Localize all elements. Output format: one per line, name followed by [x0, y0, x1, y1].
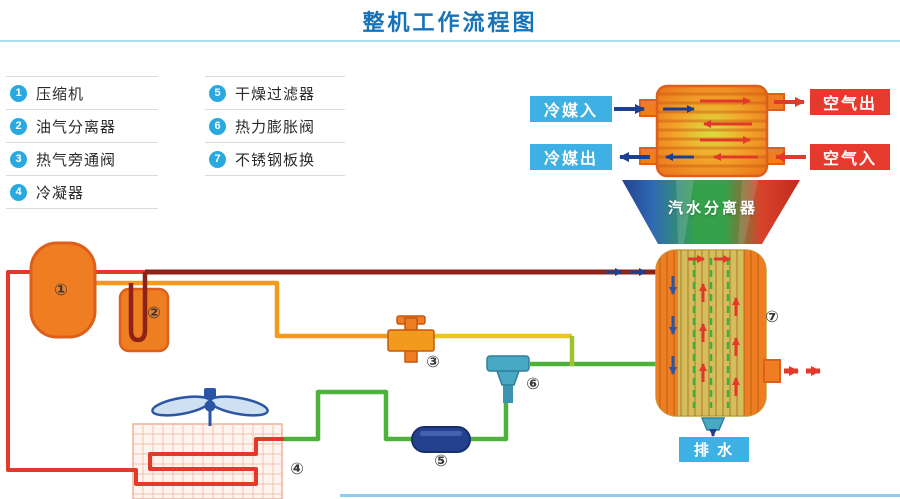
marker-condenser: ④	[290, 461, 304, 478]
cooling-fan	[151, 388, 269, 426]
marker-compressor: ①	[54, 282, 68, 299]
legend-item-oil-separator: 2 油气分离器	[6, 110, 158, 142]
plate-heat-exchanger	[655, 249, 821, 437]
fan-hub	[204, 400, 216, 412]
legend-number-badge: 6	[209, 117, 226, 135]
legend-item-compressor: 1 压缩机	[6, 77, 158, 109]
legend-separator	[205, 142, 345, 143]
expansion-valve-body	[486, 355, 530, 403]
legend-number-badge: 7	[209, 150, 226, 168]
condenser-grid	[132, 423, 283, 499]
legend-column-2: 5 干燥过滤器 6 热力膨胀阀 7 不锈钢板换	[205, 76, 345, 176]
legend-separator	[205, 109, 345, 110]
compressor-body	[29, 241, 97, 339]
refrigerant-in-label: 冷媒入	[530, 96, 612, 122]
pipe-bypass-yellow	[428, 333, 575, 366]
legend-label: 热气旁通阀	[36, 151, 117, 169]
water-separator-label: 汽水分离器	[667, 199, 758, 217]
legend-label: 热力膨胀阀	[235, 118, 316, 136]
fan-blade-right	[209, 395, 269, 417]
divider-top	[0, 40, 900, 42]
legend-label: 压缩机	[36, 85, 85, 103]
legend-number-badge: 3	[10, 150, 27, 168]
air-out-label: 空气出	[810, 89, 890, 115]
page-title: 整机工作流程图	[362, 10, 538, 35]
label-arrows	[614, 97, 806, 162]
hx-internal-arrows	[663, 97, 758, 161]
pipe-liquid-green	[284, 361, 658, 442]
legend-separator	[6, 175, 158, 176]
legend-column-1: 1 压缩机 2 油气分离器 3 热气旁通阀 4 冷凝器	[6, 76, 158, 209]
air-heat-exchanger	[639, 84, 785, 178]
condenser-coil	[8, 437, 284, 486]
legend-separator	[6, 142, 158, 143]
vessel-plates	[659, 250, 759, 416]
legend-number-badge: 2	[10, 117, 27, 135]
marker-filter: ⑤	[434, 453, 448, 470]
drain-label: 排 水	[679, 437, 749, 462]
legend-item-plate-exchanger: 7 不锈钢板换	[205, 143, 345, 175]
legend-item-condenser: 4 冷凝器	[6, 176, 158, 208]
air-outlet-stub	[763, 359, 781, 383]
fan-blade-left	[151, 395, 211, 417]
marker-expansion-valve: ⑥	[526, 376, 540, 393]
legend-number-badge: 4	[10, 183, 27, 201]
legend-number-badge: 5	[209, 84, 226, 102]
legend-separator	[6, 208, 158, 209]
marker-plate-exchanger: ⑦	[765, 309, 779, 326]
legend-label: 油气分离器	[36, 118, 117, 136]
legend-label: 不锈钢板换	[235, 151, 316, 169]
marker-bypass-valve: ③	[426, 354, 440, 371]
marker-oil-separator: ②	[147, 305, 161, 322]
drain-valve	[700, 417, 726, 437]
pipe-discharge-orange	[96, 280, 394, 339]
legend-number-badge: 1	[10, 84, 27, 102]
divider-bottom	[340, 494, 900, 497]
vessel-right-band	[744, 250, 766, 416]
oil-separator-u-tube	[128, 272, 148, 343]
filter-dryer-body	[411, 426, 471, 453]
vessel-condensate-lines	[692, 258, 730, 408]
legend-label: 干燥过滤器	[235, 85, 316, 103]
vessel-flow-arrows	[669, 255, 740, 396]
legend-separator	[6, 76, 158, 77]
air-in-label: 空气入	[810, 144, 890, 170]
legend-label: 冷凝器	[36, 184, 85, 202]
legend-item-filter: 5 干燥过滤器	[205, 77, 345, 109]
legend-separator	[205, 76, 345, 77]
legend-separator	[6, 109, 158, 110]
legend-item-bypass-valve: 3 热气旁通阀	[6, 143, 158, 175]
bypass-valve-body	[387, 315, 435, 363]
legend-separator	[205, 175, 345, 176]
water-separator-funnel	[622, 180, 800, 244]
legend-item-expansion-valve: 6 热力膨胀阀	[205, 110, 345, 142]
refrigerant-out-label: 冷媒出	[530, 144, 612, 170]
